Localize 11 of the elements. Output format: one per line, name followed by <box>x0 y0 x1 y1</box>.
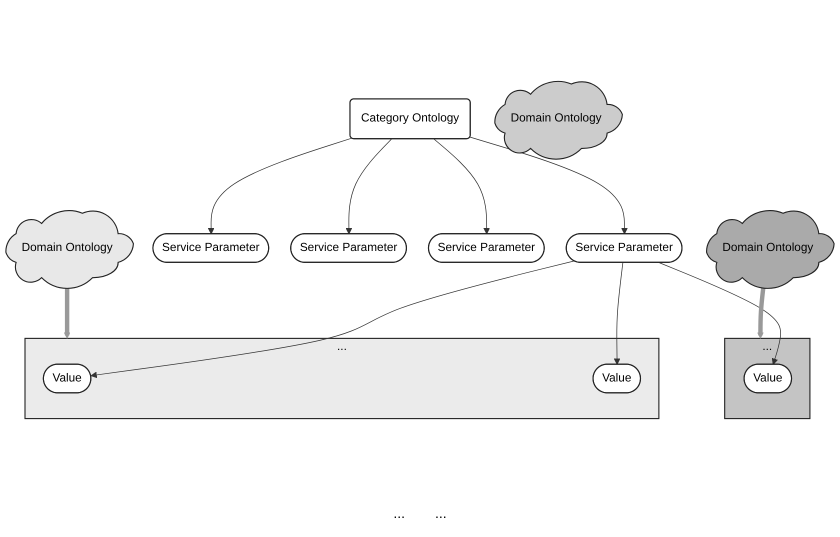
arrow <box>757 286 766 339</box>
arrow <box>90 260 574 378</box>
arrow <box>434 138 490 234</box>
arrow <box>470 136 628 234</box>
arrow <box>64 286 70 339</box>
ellipsis-note: ... <box>393 505 405 521</box>
arrow <box>208 138 352 234</box>
arrow <box>614 262 624 365</box>
arrow <box>346 138 392 234</box>
ellipsis-note: ... <box>435 505 447 521</box>
arrow <box>659 262 782 365</box>
